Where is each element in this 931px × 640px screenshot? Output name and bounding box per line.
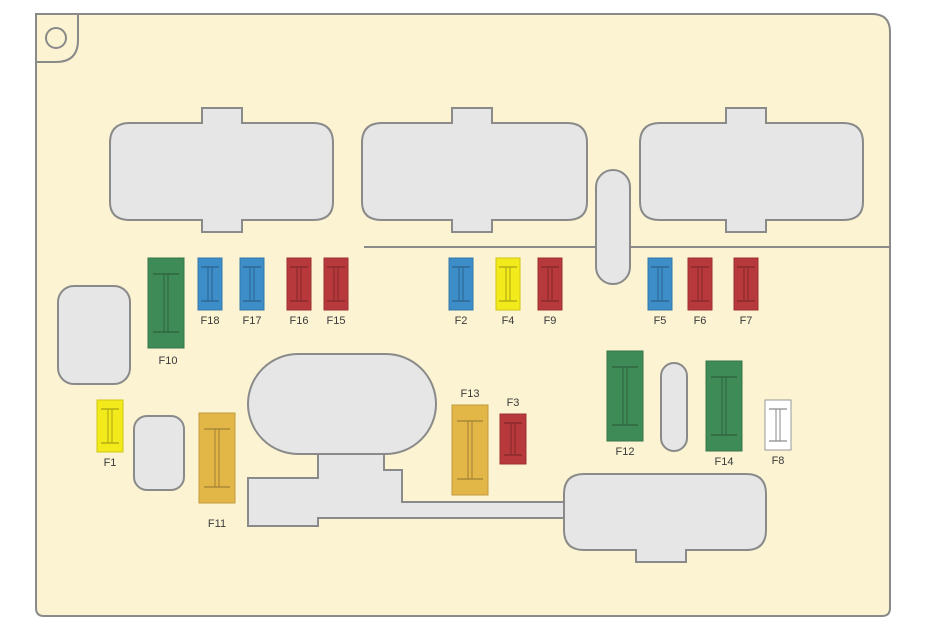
fuse-f10 bbox=[147, 257, 185, 349]
fuse-label-f18: F18 bbox=[201, 315, 220, 327]
slot-vertical bbox=[595, 169, 631, 285]
fuse-label-f1: F1 bbox=[104, 457, 117, 469]
fuse-label-f4: F4 bbox=[502, 315, 515, 327]
mounting-hole bbox=[45, 27, 67, 49]
fuse-label-f10: F10 bbox=[159, 355, 178, 367]
connector-bottom-right bbox=[563, 473, 767, 563]
fuse-label-f13: F13 bbox=[461, 388, 480, 400]
fuse-label-f6: F6 bbox=[694, 315, 707, 327]
fuse-f4 bbox=[495, 257, 521, 311]
fuse-label-f14: F14 bbox=[715, 456, 734, 468]
fuse-label-f15: F15 bbox=[327, 315, 346, 327]
connector-top-right bbox=[639, 107, 864, 233]
fuse-f3 bbox=[499, 413, 527, 465]
fuse-f13 bbox=[451, 404, 489, 496]
relay-left-large bbox=[57, 285, 131, 385]
fuse-label-f8: F8 bbox=[772, 455, 785, 467]
fuse-label-f2: F2 bbox=[455, 315, 468, 327]
fuse-label-f11: F11 bbox=[208, 518, 226, 530]
fuse-f1 bbox=[96, 399, 124, 453]
fuse-f2 bbox=[448, 257, 474, 311]
fuse-f6 bbox=[687, 257, 713, 311]
fuse-label-f12: F12 bbox=[616, 446, 635, 458]
fuse-f15 bbox=[323, 257, 349, 311]
fuse-label-f3: F3 bbox=[507, 397, 520, 409]
fuse-label-f7: F7 bbox=[740, 315, 753, 327]
fuse-f7 bbox=[733, 257, 759, 311]
fuse-f17 bbox=[239, 257, 265, 311]
fuse-label-f9: F9 bbox=[544, 315, 557, 327]
fuse-f5 bbox=[647, 257, 673, 311]
connector-top-left bbox=[109, 107, 334, 233]
slot-oval-small bbox=[660, 362, 688, 452]
fuse-f12 bbox=[606, 350, 644, 442]
fuse-f11 bbox=[198, 412, 236, 504]
fuse-label-f5: F5 bbox=[654, 315, 667, 327]
fuse-f18 bbox=[197, 257, 223, 311]
fuse-f14 bbox=[705, 360, 743, 452]
fuse-f9 bbox=[537, 257, 563, 311]
relay-oval-center bbox=[247, 353, 437, 455]
relay-left-small bbox=[133, 415, 185, 491]
fuse-f8 bbox=[764, 399, 792, 451]
connector-top-middle bbox=[361, 107, 588, 233]
fuse-f16 bbox=[286, 257, 312, 311]
fuse-label-f17: F17 bbox=[243, 315, 262, 327]
fuse-label-f16: F16 bbox=[290, 315, 309, 327]
mounting-tab bbox=[36, 13, 79, 63]
